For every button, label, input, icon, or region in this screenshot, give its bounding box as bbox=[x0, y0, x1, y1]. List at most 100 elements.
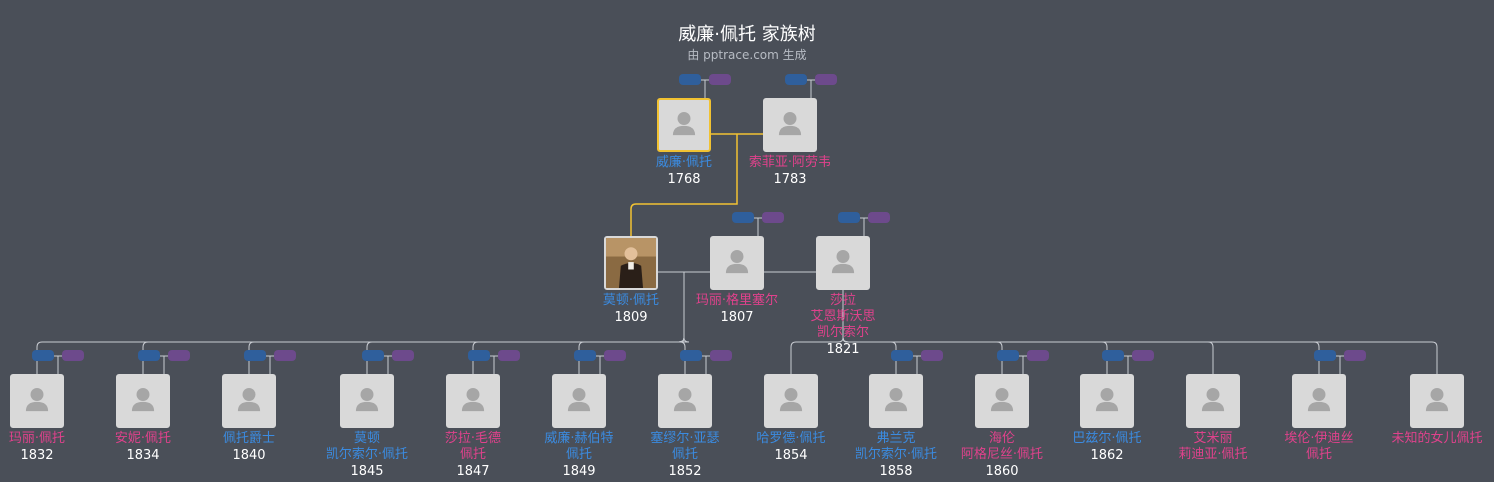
person-icon bbox=[355, 388, 379, 412]
birth-year: 1821 bbox=[826, 342, 860, 357]
expand-father-button[interactable] bbox=[679, 74, 701, 85]
person-avatar[interactable] bbox=[816, 236, 870, 290]
expand-mother-button[interactable] bbox=[1027, 350, 1049, 361]
person-name[interactable]: 莫顿 bbox=[353, 431, 380, 446]
expand-mother-button[interactable] bbox=[1344, 350, 1366, 361]
person-avatar[interactable] bbox=[658, 374, 712, 428]
expand-mother-button[interactable] bbox=[62, 350, 84, 361]
person-name[interactable]: 巴兹尔·佩托 bbox=[1072, 431, 1142, 446]
person-name[interactable]: 佩托 bbox=[565, 447, 592, 462]
person-name[interactable]: 埃伦·伊迪丝 bbox=[1284, 431, 1354, 446]
person-avatar[interactable] bbox=[552, 374, 606, 428]
person-avatar[interactable] bbox=[764, 374, 818, 428]
person-icon bbox=[778, 112, 802, 136]
person-name[interactable]: 威廉·佩托 bbox=[655, 155, 713, 170]
person-avatar[interactable] bbox=[657, 98, 711, 152]
person-icon bbox=[461, 388, 485, 412]
child-line bbox=[842, 337, 1438, 374]
person-avatar[interactable] bbox=[222, 374, 276, 428]
person-name[interactable]: 莎拉·毛德 bbox=[444, 431, 502, 446]
person-avatar[interactable] bbox=[446, 374, 500, 428]
expand-father-button[interactable] bbox=[1314, 350, 1336, 361]
expand-mother-button[interactable] bbox=[815, 74, 837, 85]
person-name[interactable]: 凯尔索尔·佩托 bbox=[854, 447, 938, 462]
person-icon bbox=[779, 388, 803, 412]
expand-mother-button[interactable] bbox=[168, 350, 190, 361]
person-name[interactable]: 玛丽·格里塞尔 bbox=[695, 293, 779, 308]
person-name[interactable]: 安妮·佩托 bbox=[114, 431, 172, 446]
expand-father-button[interactable] bbox=[997, 350, 1019, 361]
expand-father-button[interactable] bbox=[838, 212, 860, 223]
birth-year: 1860 bbox=[985, 464, 1019, 479]
person-name[interactable]: 艾恩斯沃思 bbox=[810, 309, 876, 324]
person-name[interactable]: 佩托 bbox=[1305, 447, 1332, 462]
person-avatar[interactable] bbox=[710, 236, 764, 290]
expand-father-button[interactable] bbox=[785, 74, 807, 85]
expand-mother-button[interactable] bbox=[921, 350, 943, 361]
person-icon bbox=[672, 112, 696, 136]
person-name[interactable]: 莉迪亚·佩托 bbox=[1178, 447, 1248, 462]
expand-father-button[interactable] bbox=[138, 350, 160, 361]
person-name[interactable]: 莎拉 bbox=[829, 293, 856, 308]
person-avatar[interactable] bbox=[10, 374, 64, 428]
person-name[interactable]: 索菲亚·阿劳韦 bbox=[748, 155, 832, 170]
person-name[interactable]: 威廉·赫伯特 bbox=[544, 431, 614, 446]
person-name[interactable]: 玛丽·佩托 bbox=[8, 431, 66, 446]
expand-mother-button[interactable] bbox=[604, 350, 626, 361]
person-icon bbox=[831, 250, 855, 274]
person-avatar[interactable] bbox=[763, 98, 817, 152]
person-icon bbox=[1425, 388, 1449, 412]
expand-father-button[interactable] bbox=[891, 350, 913, 361]
person-avatar[interactable] bbox=[1186, 374, 1240, 428]
expand-father-button[interactable] bbox=[732, 212, 754, 223]
person-name[interactable]: 弗兰克 bbox=[876, 431, 916, 446]
expand-father-button[interactable] bbox=[32, 350, 54, 361]
person-name[interactable]: 佩托爵士 bbox=[222, 431, 275, 446]
child-line bbox=[790, 337, 844, 374]
person-avatar[interactable] bbox=[116, 374, 170, 428]
person-icon bbox=[1095, 388, 1119, 412]
expand-mother-button[interactable] bbox=[709, 74, 731, 85]
page-title: 威廉·佩托 家族树 bbox=[678, 24, 816, 45]
person-name[interactable]: 佩托 bbox=[671, 447, 698, 462]
expand-father-button[interactable] bbox=[1102, 350, 1124, 361]
expand-mother-button[interactable] bbox=[868, 212, 890, 223]
expand-father-button[interactable] bbox=[574, 350, 596, 361]
expand-mother-button[interactable] bbox=[274, 350, 296, 361]
person-name[interactable]: 未知的女儿佩托 bbox=[1391, 431, 1483, 446]
person-avatar[interactable] bbox=[1080, 374, 1134, 428]
person-name[interactable]: 莫顿·佩托 bbox=[602, 293, 660, 308]
birth-year: 1858 bbox=[879, 464, 913, 479]
expand-mother-button[interactable] bbox=[1132, 350, 1154, 361]
person-name[interactable]: 佩托 bbox=[459, 447, 486, 462]
birth-year: 1840 bbox=[232, 448, 266, 463]
person-avatar[interactable] bbox=[975, 374, 1029, 428]
person-name[interactable]: 塞缪尔·亚瑟 bbox=[650, 431, 720, 446]
person-avatar[interactable] bbox=[869, 374, 923, 428]
person-icon bbox=[567, 388, 591, 412]
expand-mother-button[interactable] bbox=[392, 350, 414, 361]
person-name[interactable]: 海伦 bbox=[988, 431, 1015, 446]
person-avatar[interactable] bbox=[1410, 374, 1464, 428]
expand-father-button[interactable] bbox=[468, 350, 490, 361]
person-name[interactable]: 哈罗德·佩托 bbox=[756, 431, 826, 446]
expand-father-button[interactable] bbox=[244, 350, 266, 361]
expand-mother-button[interactable] bbox=[498, 350, 520, 361]
person-avatar[interactable] bbox=[1292, 374, 1346, 428]
expand-mother-button[interactable] bbox=[710, 350, 732, 361]
expand-father-button[interactable] bbox=[362, 350, 384, 361]
birth-year: 1834 bbox=[126, 448, 160, 463]
person-name[interactable]: 艾米丽 bbox=[1193, 431, 1233, 446]
expand-father-button[interactable] bbox=[680, 350, 702, 361]
birth-year: 1854 bbox=[774, 448, 808, 463]
birth-year: 1783 bbox=[773, 172, 807, 187]
expand-mother-button[interactable] bbox=[762, 212, 784, 223]
portrait-image bbox=[606, 238, 656, 288]
person-photo[interactable] bbox=[604, 236, 658, 290]
person-name[interactable]: 凯尔索尔 bbox=[816, 325, 869, 340]
person-name[interactable]: 凯尔索尔·佩托 bbox=[325, 447, 409, 462]
person-name[interactable]: 阿格尼丝·佩托 bbox=[960, 447, 1044, 462]
person-icon bbox=[25, 388, 49, 412]
person-avatar[interactable] bbox=[340, 374, 394, 428]
birth-year: 1862 bbox=[1090, 448, 1124, 463]
